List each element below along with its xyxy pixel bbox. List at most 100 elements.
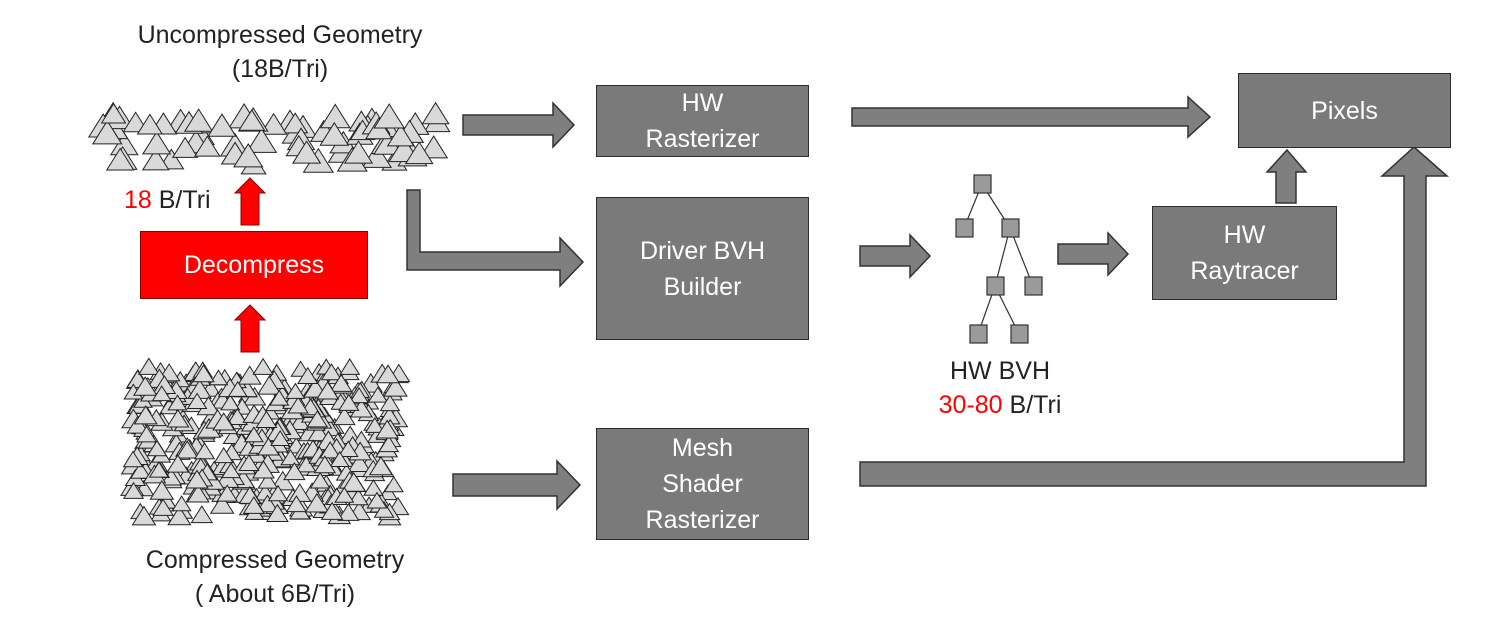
compressed-geometry-label: Compressed Geometry ( About 6B/Tri) — [95, 543, 455, 611]
decompress-rate-value: 18 — [124, 186, 152, 214]
geometry-triangle — [383, 475, 404, 493]
geometry-triangle — [207, 113, 237, 137]
geometry-triangle — [364, 416, 385, 433]
geometry-triangle — [193, 442, 216, 460]
geometry-triangle — [378, 484, 399, 501]
geometry-triangle — [341, 471, 367, 492]
geometry-triangle — [421, 101, 450, 125]
arrow-to-hw-rasterizer — [462, 101, 576, 149]
geometry-triangle — [141, 148, 170, 171]
geometry-triangle — [91, 119, 123, 145]
geometry-triangle — [233, 143, 264, 168]
geometry-triangle — [285, 495, 308, 513]
geometry-triangle — [216, 484, 239, 502]
geometry-triangle — [137, 357, 160, 375]
geometry-triangle — [146, 439, 168, 457]
geometry-triangle — [142, 130, 172, 155]
geometry-triangle — [100, 102, 127, 124]
geometry-triangle — [320, 501, 344, 520]
geometry-triangle — [122, 450, 144, 468]
geometry-triangle — [343, 140, 374, 164]
geometry-triangle — [320, 363, 343, 381]
arrow-bvh-to-raytracer — [1057, 231, 1130, 277]
geometry-triangle — [186, 484, 210, 503]
geometry-triangle — [347, 453, 372, 473]
arrow-to-mesh-shader-rasterizer — [452, 459, 582, 511]
driver-bvh-builder-box: Driver BVH Builder — [596, 197, 809, 340]
geometry-triangle — [329, 373, 353, 392]
geometry-triangle — [309, 471, 331, 489]
geometry-triangle — [221, 462, 242, 479]
geometry-triangle — [285, 382, 306, 399]
geometry-triangle — [152, 498, 175, 516]
geometry-triangle — [166, 454, 190, 473]
arrow-rasterizer-to-pixels — [851, 95, 1212, 139]
mesh-shader-line-2: Shader — [662, 470, 743, 498]
geometry-triangle — [386, 124, 415, 147]
arrow-raytracer-to-pixels — [1265, 148, 1308, 204]
geometry-triangle — [167, 394, 188, 411]
geometry-triangle — [238, 109, 266, 131]
geometry-triangle — [220, 394, 241, 411]
hw-bvh-title: HW BVH — [950, 357, 1050, 385]
geometry-triangle — [185, 469, 209, 489]
geometry-triangle — [186, 392, 208, 409]
arrow-to-driver-bvh-builder — [406, 189, 585, 288]
geometry-triangle — [283, 462, 306, 481]
bvh-node — [973, 174, 992, 194]
bvh-node — [986, 276, 1005, 296]
geometry-triangle — [190, 505, 214, 524]
mesh-shader-rasterizer-box: Mesh Shader Rasterizer — [596, 428, 809, 540]
geometry-triangle — [131, 505, 157, 526]
geometry-triangle — [242, 496, 265, 514]
bvh-node — [1010, 324, 1029, 344]
geometry-triangle — [129, 461, 152, 479]
geometry-triangle — [348, 386, 370, 404]
geometry-triangle — [319, 121, 350, 146]
geometry-triangle — [306, 410, 329, 428]
arrow-mesh-shader-to-pixels — [859, 145, 1449, 487]
geometry-triangle — [194, 135, 221, 157]
bvh-tree-icon — [955, 174, 1043, 344]
decompress-input-arrow — [233, 304, 267, 353]
geometry-triangle — [332, 406, 356, 426]
geometry-triangle — [267, 484, 289, 502]
hw-raytracer-box: HW Raytracer — [1152, 206, 1337, 300]
mesh-shader-line-3: Rasterizer — [645, 506, 760, 534]
decompress-label: Decompress — [183, 250, 325, 279]
geometry-triangle — [329, 450, 350, 468]
geometry-triangle — [148, 461, 170, 478]
geometry-triangle — [367, 386, 389, 403]
geometry-triangle — [373, 500, 395, 518]
geometry-triangle — [257, 375, 282, 395]
geometry-triangle — [316, 380, 340, 400]
geometry-triangle — [213, 446, 234, 464]
decompress-rate-unit: B/Tri — [151, 186, 211, 214]
geometry-triangle — [347, 488, 369, 506]
uncompressed-triangle-cloud — [87, 101, 451, 175]
hw-rasterizer-line-2: Rasterizer — [645, 125, 760, 153]
geometry-triangle — [133, 405, 158, 425]
geometry-triangle — [366, 491, 388, 509]
uncompressed-title: Uncompressed Geometry — [137, 21, 423, 49]
geometry-triangle — [209, 494, 235, 514]
geometry-triangle — [373, 103, 406, 129]
geometry-triangle — [376, 364, 400, 384]
geometry-triangle — [226, 407, 249, 426]
geometry-triangle — [171, 136, 199, 158]
compressed-title: Compressed Geometry — [145, 546, 405, 574]
geometry-triangle — [266, 503, 289, 522]
geometry-triangle — [175, 440, 199, 459]
geometry-triangle — [192, 364, 215, 383]
geometry-triangle — [259, 112, 288, 135]
hw-raytracer-line-1: HW — [1223, 221, 1266, 249]
geometry-triangle — [339, 358, 361, 375]
decompress-rate-label: 18 B/Tri — [124, 183, 211, 217]
bvh-node — [955, 218, 974, 238]
hw-rasterizer-line-1: HW — [681, 89, 724, 117]
geometry-triangle — [243, 426, 264, 443]
bvh-node — [1001, 218, 1020, 238]
bvh-node — [1024, 276, 1043, 296]
decompress-output-arrow — [233, 177, 267, 226]
